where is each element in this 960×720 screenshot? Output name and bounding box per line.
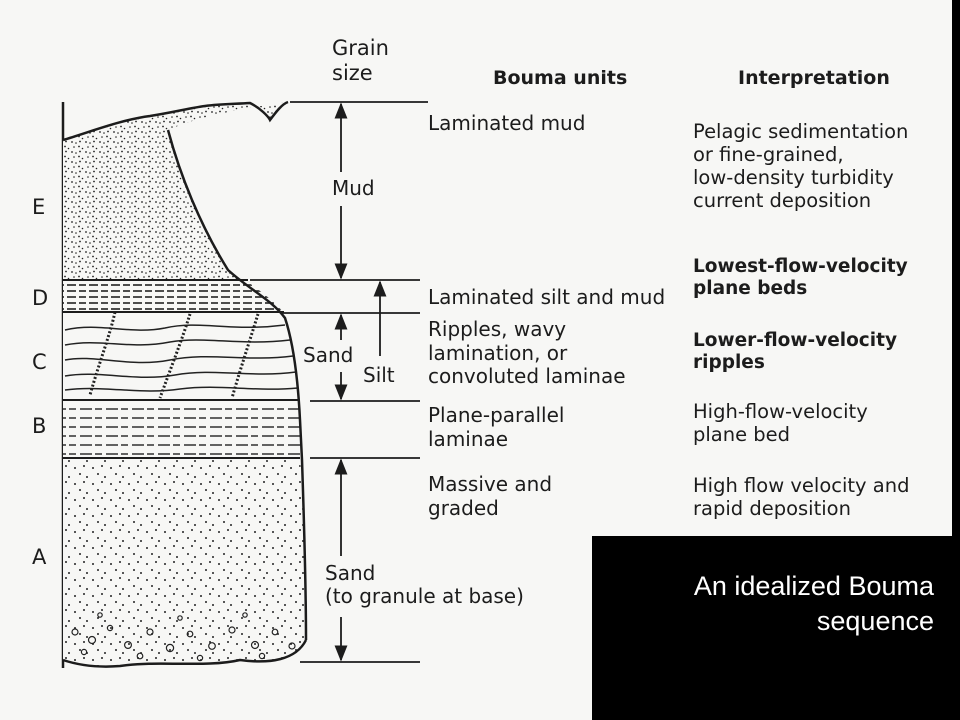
unit-letter-e: E: [32, 195, 46, 219]
grain-size-arrows: [334, 102, 387, 662]
bouma-unit-a: Massive and graded: [428, 472, 553, 520]
unit-boundaries: [63, 279, 300, 459]
column-base-edge: [62, 639, 308, 668]
interpretation-d: Lowest-flow-velocity plane beds: [693, 256, 908, 299]
unit-letter-b: B: [32, 414, 47, 438]
grain-size-guides: [250, 101, 428, 663]
column-top-edge: [62, 100, 289, 142]
grain-label-mud: Mud: [332, 176, 375, 200]
bouma-unit-c: Ripples, wavy lamination, or convoluted …: [428, 317, 626, 389]
interpretation-b: High-flow-velocity plane bed: [693, 400, 868, 446]
column-right-edge: [166, 129, 308, 641]
interpretation-header: Interpretation: [738, 67, 890, 89]
unit-letter-d: D: [32, 286, 49, 310]
grain-label-sand-upper: Sand: [303, 343, 354, 367]
interpretation-e: Pelagic sedimentation or fine-grained, l…: [693, 120, 909, 212]
convolute-dashes: [88, 311, 260, 399]
unit-d-silt-mud: [63, 280, 283, 312]
bouma-unit-b: Plane-parallel laminae: [428, 403, 565, 451]
caption-text: An idealized Bouma sequence: [693, 571, 934, 636]
interpretation-a: High flow velocity and rapid deposition: [693, 474, 910, 520]
unit-a-sand: [63, 458, 306, 667]
interpretation-c: Lower-flow-velocity ripples: [693, 330, 897, 373]
bouma-unit-e: Laminated mud: [428, 111, 586, 135]
grain-label-sand-lower: Sand (to granule at base): [325, 561, 524, 608]
grain-label-silt: Silt: [363, 363, 395, 387]
grain-size-header: Grain size: [332, 36, 389, 85]
unit-letter-c: C: [32, 350, 47, 374]
bouma-unit-d: Laminated silt and mud: [428, 285, 666, 309]
bouma-units-header: Bouma units: [493, 67, 628, 89]
caption-box: An idealized Bouma sequence: [592, 536, 960, 720]
unit-e-mud: [63, 102, 288, 280]
unit-letter-a: A: [32, 545, 47, 569]
granules: [71, 612, 296, 662]
unit-c-ripples: [63, 312, 298, 400]
unit-b-laminae: [63, 400, 300, 458]
